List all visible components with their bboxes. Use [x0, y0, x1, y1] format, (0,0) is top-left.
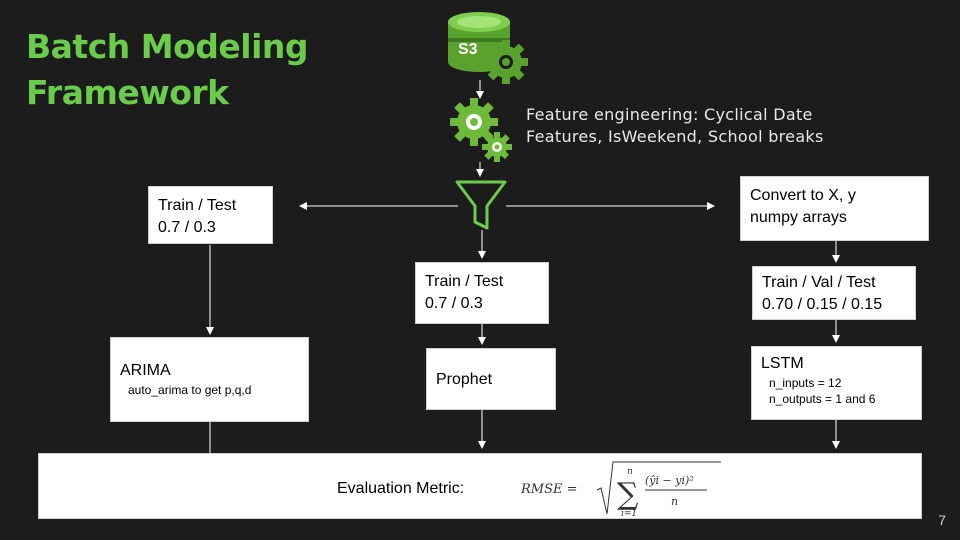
center-train-test-split-box: Train / Test 0.7 / 0.3: [415, 262, 549, 324]
slide-title-line2: Framework: [26, 73, 229, 112]
right-split-title: Train / Val / Test: [762, 274, 876, 291]
center-split-ratio: 0.7 / 0.3: [425, 295, 483, 312]
sum-lower-limit: i=1: [621, 509, 637, 518]
lstm-detail-outputs: n_outputs = 1 and 6: [769, 392, 876, 406]
center-split-title: Train / Test: [425, 273, 504, 290]
filter-funnel-icon: [455, 180, 507, 230]
prophet-model-box: Prophet: [426, 348, 556, 410]
rmse-lhs: RMSE =: [521, 482, 578, 497]
s3-gear-icon: [484, 40, 528, 84]
left-split-ratio: 0.7 / 0.3: [158, 219, 216, 236]
formula-numerator: (ŷi − yi)²: [645, 474, 694, 487]
feature-engineering-text: Feature engineering: Cyclical Date Featu…: [526, 104, 824, 148]
right-train-val-test-split-box: Train / Val / Test 0.70 / 0.15 / 0.15: [752, 266, 916, 320]
lstm-title: LSTM: [761, 355, 804, 372]
s3-label: S3: [458, 41, 478, 58]
slide-title-line1: Batch Modeling: [26, 27, 309, 66]
feature-engineering-line1: Feature engineering: Cyclical Date: [526, 105, 813, 124]
arima-title: ARIMA: [120, 362, 171, 379]
feature-gears-icon: [450, 98, 512, 162]
sigma-symbol: ∑: [617, 477, 639, 512]
lstm-detail-inputs: n_inputs = 12: [769, 376, 842, 390]
page-number: 7: [938, 512, 946, 528]
formula-denominator: n: [671, 495, 678, 508]
feature-engineering-line2: Features, IsWeekend, School breaks: [526, 127, 824, 146]
evaluation-metric-box: Evaluation Metric: RMSE = ∑ n i=1 (ŷi − …: [38, 453, 922, 519]
sum-upper-limit: n: [627, 467, 633, 477]
arima-model-box: ARIMA auto_arima to get p,q,d: [110, 337, 309, 422]
s3-database-icon: S3: [448, 12, 510, 72]
left-train-test-split-box: Train / Test 0.7 / 0.3: [148, 186, 273, 244]
convert-arrays-box: Convert to X, y numpy arrays: [740, 176, 929, 241]
left-split-title: Train / Test: [158, 197, 237, 214]
slide-title: Batch Modeling Framework: [26, 24, 309, 116]
rmse-formula: RMSE = ∑ n i=1 (ŷi − yi)² n: [521, 461, 721, 518]
arima-detail: auto_arima to get p,q,d: [128, 383, 252, 397]
lstm-model-box: LSTM n_inputs = 12 n_outputs = 1 and 6: [751, 346, 922, 420]
prophet-title: Prophet: [436, 371, 493, 388]
convert-line1: Convert to X, y: [750, 187, 856, 204]
right-split-ratio: 0.70 / 0.15 / 0.15: [762, 296, 883, 313]
convert-line2: numpy arrays: [750, 209, 847, 226]
evaluation-metric-label: Evaluation Metric:: [337, 480, 465, 497]
